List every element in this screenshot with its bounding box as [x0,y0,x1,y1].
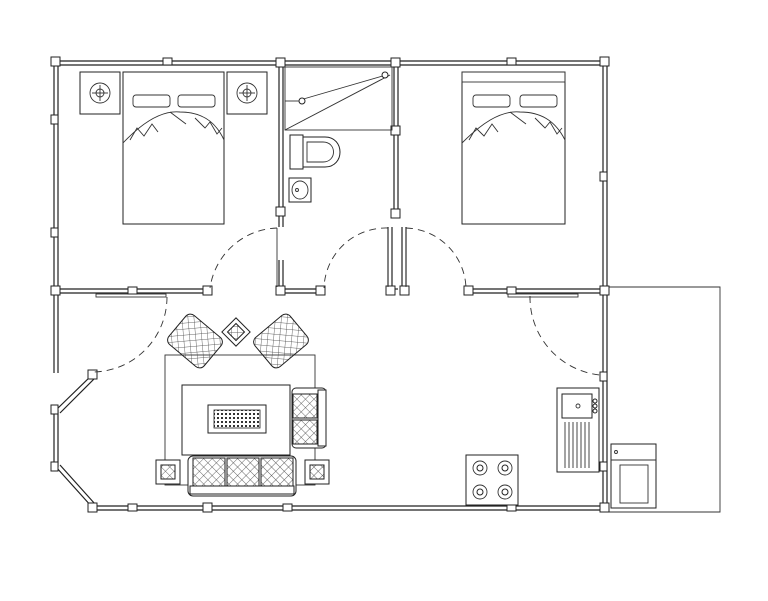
living-room [155,313,330,497]
wall-posts [50,56,610,513]
bathroom-left-wall [278,63,284,291]
side-table-top [221,317,251,347]
mid-wall [56,288,605,294]
coffee-table [181,384,291,456]
side-table-left [155,459,181,485]
kitchen-right-wall [602,293,608,508]
nightstand-right [226,71,268,115]
refrigerator [610,443,657,509]
sofa [187,455,297,497]
toilet [289,134,341,170]
bathroom [284,66,393,203]
bathroom-right-wall [387,63,407,291]
loveseat [291,387,327,449]
left-wall-lower [53,410,59,467]
left-wall-upper [53,63,59,373]
bathroom-sink [288,177,312,203]
kitchen [465,387,657,509]
bedroom-right [461,71,566,225]
bedroom-left [79,71,268,225]
side-table-right [304,459,330,485]
bay-window [55,374,96,508]
armchair-right [253,313,309,369]
shower [284,66,393,131]
cooktop [465,454,519,506]
nightstand-left [79,71,121,115]
window-marks [95,293,579,298]
patio-outline [607,286,721,513]
door-swings [92,227,601,376]
top-wall [56,60,605,66]
bottom-wall [93,505,605,511]
kitchen-counter [556,387,600,473]
armchair-left [167,313,223,369]
bed-left [122,71,225,225]
bed-right [461,71,566,225]
